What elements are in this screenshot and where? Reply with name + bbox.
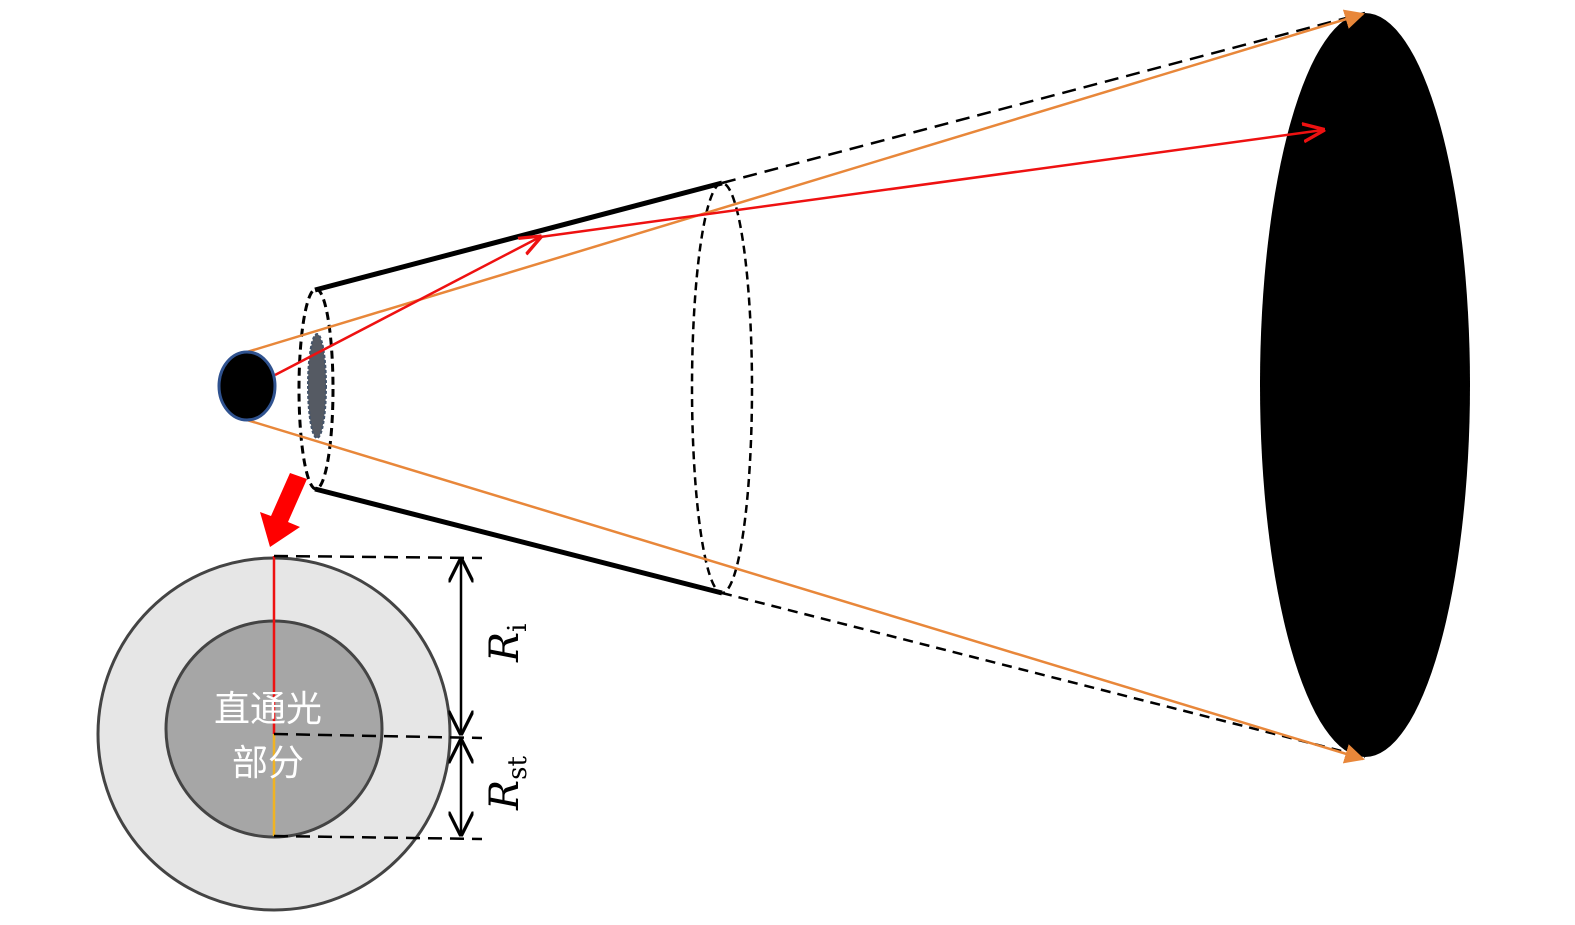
cone-exit-aperture — [690, 181, 754, 595]
red-ray-reflected — [539, 130, 1323, 239]
light-source — [217, 350, 277, 422]
red-ray-incident — [274, 237, 540, 377]
dim-line-top — [273, 554, 483, 560]
detail-arrow — [260, 473, 307, 547]
r-i-label: Ri — [482, 624, 533, 663]
dim-line-bottom — [273, 834, 483, 841]
orange-ray-top — [246, 9, 1365, 354]
cone-top-wall — [314, 180, 723, 293]
inner-label-line2: 部分 — [232, 743, 304, 784]
orange-ray-bottom — [246, 418, 1365, 764]
cone-bottom-wall — [314, 486, 723, 596]
inner-label-line1: 直通光 — [214, 689, 322, 730]
target-disk — [1260, 13, 1470, 757]
straight-through-region — [307, 333, 327, 439]
dim-line-mid — [273, 732, 483, 740]
cone-top-dashed — [721, 11, 1366, 185]
r-st-label: Rst — [482, 756, 533, 811]
cone-entrance-aperture — [297, 287, 335, 491]
cone-bottom-dashed — [721, 591, 1366, 759]
